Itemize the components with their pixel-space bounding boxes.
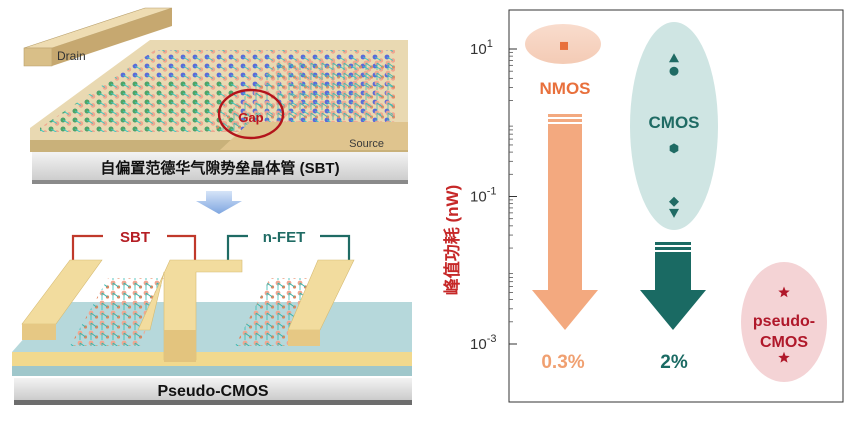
sbt-caption: 自偏置范德华气隙势垒晶体管 (SBT) xyxy=(100,159,339,177)
nmos-arrow-line-1 xyxy=(548,114,582,117)
sbt-label: SBT xyxy=(120,229,150,246)
sbt-bracket-left xyxy=(71,234,103,262)
nmos-percent: 0.3% xyxy=(541,352,584,373)
pseudo-cmos-caption-shadow xyxy=(14,400,412,405)
y-axis-label: 峰值功耗 (nW) xyxy=(442,185,462,295)
nfet-label: n-FET xyxy=(263,229,306,246)
cmos-circle-marker xyxy=(669,66,679,76)
nfet-bracket-right xyxy=(320,234,351,262)
electrode-1-front xyxy=(22,324,56,340)
nfet-bracket-left xyxy=(226,234,248,262)
nmos-arrow xyxy=(532,114,598,330)
cmos-oval xyxy=(630,22,718,230)
lattice-layer-top xyxy=(210,60,395,132)
gap-label: Gap xyxy=(238,110,263,125)
nmos-arrow-line-2 xyxy=(548,119,582,122)
y-tick-label: 101 xyxy=(470,38,493,58)
pseudo-cmos-caption-bar xyxy=(14,378,412,402)
pseudo-cmos-caption: Pseudo-CMOS xyxy=(157,383,268,400)
drain-electrode-front xyxy=(23,47,53,67)
gap-circle xyxy=(217,88,285,140)
cmos-percent: 2% xyxy=(660,352,688,373)
pseudo-cmos-label-line1: pseudo- xyxy=(753,313,815,330)
cmos-triangle-down-marker xyxy=(669,208,679,218)
sbt-device-illustration: Source Drain Gap 自偏置范德华气隙势垒晶体管 (SBT) xyxy=(23,7,408,184)
pseudo-cmos-star-marker xyxy=(778,351,790,363)
y-tick-label: 10-1 xyxy=(470,186,496,206)
cmos-arrow-line-2 xyxy=(655,247,691,250)
teal-layer xyxy=(12,366,412,376)
nmos-arrow-head xyxy=(532,290,598,330)
cmos-arrow-shaft xyxy=(655,252,691,290)
cmos-arrow-head xyxy=(640,290,706,330)
y-ticks: 101 10-1 10-3 xyxy=(470,38,517,353)
pseudo-cmos-label-line2: CMOS xyxy=(760,334,808,351)
cmos-arrow-line-1 xyxy=(655,242,691,245)
pseudo-cmos-oval xyxy=(741,262,827,382)
nmos-arrow-shaft xyxy=(548,124,582,290)
cmos-diamond-marker xyxy=(669,196,679,207)
sbt-bracket-right xyxy=(167,234,197,262)
shared-electrode-stem xyxy=(164,330,196,362)
pseudo-cmos-star-marker xyxy=(778,286,790,298)
source-pad xyxy=(220,122,408,150)
gold-layer xyxy=(12,352,412,366)
pseudo-cmos-illustration: SBT n-FET Pseudo-CMOS xyxy=(12,229,412,405)
cmos-triangle-marker xyxy=(669,53,679,63)
y-tick-label: 10-3 xyxy=(470,333,496,353)
cmos-arrow xyxy=(640,242,706,330)
nmos-square-marker xyxy=(560,41,568,50)
lattice-layer-green xyxy=(40,80,235,132)
electrode-3-front xyxy=(288,330,320,346)
data-markers xyxy=(560,41,790,363)
drain-label: Drain xyxy=(57,49,86,63)
drain-electrode-side xyxy=(52,8,172,66)
sbt-caption-shadow xyxy=(32,180,408,184)
nmos-label: NMOS xyxy=(540,79,591,98)
down-arrow-icon xyxy=(196,191,242,214)
source-label: Source xyxy=(349,138,384,150)
sbt-caption-bar xyxy=(32,152,408,184)
cmos-label: CMOS xyxy=(649,113,700,132)
cmos-hexagon-marker xyxy=(669,143,679,154)
